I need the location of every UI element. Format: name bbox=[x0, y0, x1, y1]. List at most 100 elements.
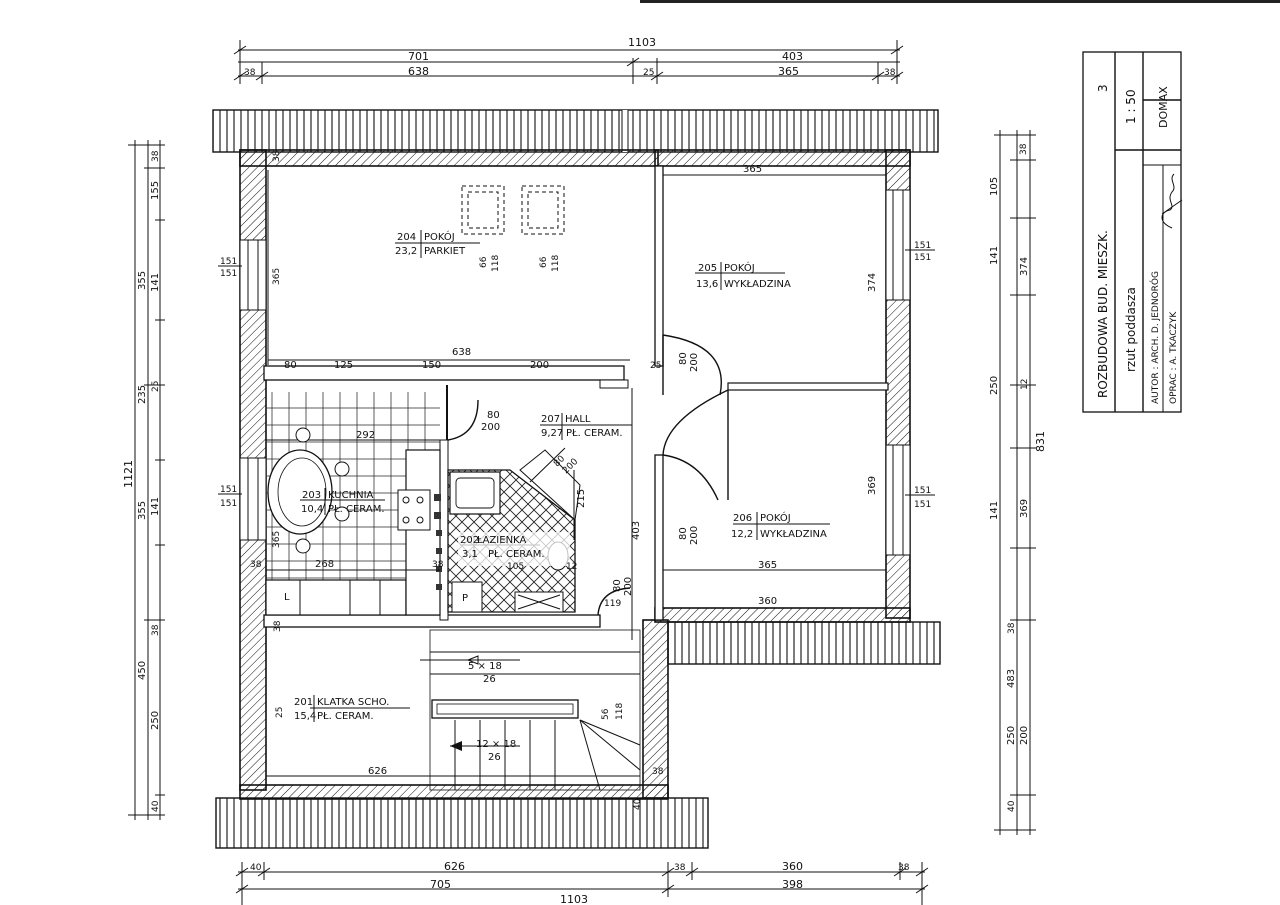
door-206-a: 80 bbox=[678, 527, 689, 540]
top-dimensions: 1103 701 403 38 638 25 365 38 bbox=[233, 36, 904, 84]
room-202-bathroom: P 80 200 215 202 ŁAZIENKA 3,1 PŁ. CERAM.… bbox=[447, 447, 587, 613]
door-205-b: 200 bbox=[689, 353, 700, 372]
dim-stair-r1: 56 bbox=[601, 708, 611, 720]
dim-left-a1: 38 bbox=[151, 150, 161, 162]
room-204-area: 23,2 bbox=[395, 246, 417, 257]
dim-partition-b: 125 bbox=[334, 360, 353, 371]
dim-r206-width-bot: 360 bbox=[758, 596, 777, 607]
roof-window-2a: 66 bbox=[539, 256, 549, 268]
dim-top-left-room: 638 bbox=[408, 65, 429, 78]
left-dimensions: 1121 38 155 141 25 141 38 250 40 355 235… bbox=[122, 140, 165, 820]
room-202-floor: PŁ. CERAM. bbox=[488, 549, 545, 560]
title-sheet: rzut poddasza bbox=[1124, 287, 1138, 372]
dim-bottom-left-major: 705 bbox=[430, 878, 451, 891]
dim-r205-width: 365 bbox=[743, 164, 762, 175]
stair-run-top: 5 × 18 bbox=[468, 661, 502, 672]
stair-run-bot: 12 × 18 bbox=[476, 739, 516, 750]
walls bbox=[239, 149, 911, 800]
dim-partition-total: 638 bbox=[452, 347, 471, 358]
room-207-floor: PŁ. CERAM. bbox=[566, 428, 623, 439]
stair-run-bot-2: 26 bbox=[488, 752, 501, 763]
dim-bottom-overall: 1103 bbox=[560, 893, 588, 905]
title-project: ROZBUDOWA BUD. MIESZK. bbox=[1096, 230, 1110, 398]
door-hall-b: 200 bbox=[481, 422, 500, 433]
room-201-number: 201 bbox=[294, 697, 313, 708]
dim-stair-r4: 40 bbox=[633, 798, 643, 810]
roof-window-1a: 66 bbox=[479, 256, 489, 268]
title-scale: 1 : 50 bbox=[1124, 89, 1138, 124]
dim-right-a1: 38 bbox=[1019, 143, 1029, 155]
dim-right-a2: 105 bbox=[989, 177, 1000, 196]
dim-partition-e: 25 bbox=[650, 361, 661, 371]
room-201-stairwell: 5 × 18 26 12 × 18 26 626 201 KLATKA SCHO… bbox=[266, 620, 664, 810]
door-stair-a: 80 bbox=[612, 579, 623, 592]
room-204-floor: PARKIET bbox=[424, 246, 466, 257]
room-203-area: 10,4 bbox=[301, 504, 323, 515]
door-stair-b: 200 bbox=[623, 577, 634, 596]
dim-hall-119: 119 bbox=[604, 599, 621, 609]
roof-window-1b: 118 bbox=[491, 255, 501, 272]
dim-partition-d: 200 bbox=[530, 360, 549, 371]
room-207-hall: 207 HALL 9,27 PŁ. CERAM. 80 200 403 119 … bbox=[447, 388, 642, 640]
dim-left-b2: 235 bbox=[137, 385, 148, 404]
room-202-number: 202 bbox=[460, 535, 479, 546]
room-206: 365 360 369 206 POKÓJ 12,2 WYKŁADZINA 80… bbox=[662, 389, 886, 609]
room-203-name: KUCHNIA bbox=[328, 490, 374, 501]
room-203-kitchen: 292 L 203 KUCHNIA 10,4 PŁ. CERAM. 268 36… bbox=[250, 392, 444, 616]
room-206-floor: WYKŁADZINA bbox=[760, 529, 827, 540]
dim-top-left-wall: 38 bbox=[244, 68, 256, 78]
dim-stair-width: 626 bbox=[368, 766, 387, 777]
dim-top-mid-wall: 25 bbox=[643, 68, 654, 78]
dim-right-overall: 831 bbox=[1034, 431, 1047, 452]
scan-edge bbox=[640, 0, 1280, 3]
dim-bath-a: 105 bbox=[507, 562, 524, 572]
kitchen-fridge-label: L bbox=[284, 592, 290, 603]
dim-stair-side: 25 bbox=[275, 707, 285, 718]
dim-left-a3: 141 bbox=[150, 273, 161, 292]
dim-left-a4: 25 bbox=[151, 381, 161, 392]
win-right-mid-b: 151 bbox=[914, 500, 931, 510]
dim-left-a5: 141 bbox=[150, 497, 161, 516]
win-left-top-a: 151 bbox=[220, 257, 237, 267]
room-203-number: 203 bbox=[302, 490, 321, 501]
dim-r204-height: 365 bbox=[272, 268, 282, 285]
dim-right-b2: 12 bbox=[1020, 379, 1030, 390]
title-author: AUTOR : ARCH. D. JEDNORÓG bbox=[1149, 271, 1161, 404]
dim-left-a2: 155 bbox=[150, 181, 161, 200]
dim-r204-wall: 38 bbox=[272, 150, 282, 162]
dim-right-a4: 250 bbox=[989, 376, 1000, 395]
dim-bath-wall: 38 bbox=[432, 560, 444, 570]
dim-left-a8: 40 bbox=[151, 800, 161, 812]
win-left-top-b: 151 bbox=[220, 269, 237, 279]
room-205: 365 374 205 POKÓJ 13,6 WYKŁADZINA 80 200 bbox=[662, 164, 886, 396]
room-202-area: 3,1 bbox=[462, 549, 478, 560]
room-205-area: 13,6 bbox=[696, 279, 718, 290]
dim-right-b4: 483 bbox=[1006, 669, 1017, 688]
dim-right-b1: 374 bbox=[1019, 257, 1030, 276]
dim-right-b3: 369 bbox=[1019, 499, 1030, 518]
room-207-name: HALL bbox=[565, 414, 591, 425]
room-201-area: 15,4 bbox=[294, 711, 316, 722]
win-left-mid-a: 151 bbox=[220, 485, 237, 495]
right-dimensions: 831 38 105 141 250 141 38 250 40 374 12 … bbox=[989, 130, 1047, 835]
dim-left-b4: 450 bbox=[137, 661, 148, 680]
bath-boiler-label: P bbox=[462, 593, 468, 604]
dim-left-b1: 355 bbox=[137, 271, 148, 290]
door-206-b: 200 bbox=[689, 526, 700, 545]
signature-mark bbox=[1161, 173, 1183, 229]
dim-kitchen-bottom: 268 bbox=[315, 559, 334, 570]
dim-r206-width-top: 365 bbox=[758, 560, 777, 571]
stair-run-top-2: 26 bbox=[483, 674, 496, 685]
dim-partition-a: 80 bbox=[284, 360, 297, 371]
windows bbox=[239, 189, 911, 556]
room-207-area: 9,27 bbox=[541, 428, 563, 439]
dim-top-right-wall: 38 bbox=[884, 68, 896, 78]
room-201-name: KLATKA SCHO. bbox=[317, 697, 389, 708]
room-205-number: 205 bbox=[698, 263, 717, 274]
title-drawn: OPRAC : A. TKACZYK bbox=[1169, 311, 1179, 404]
room-205-floor: WYKŁADZINA bbox=[724, 279, 791, 290]
dim-r205-height: 374 bbox=[867, 273, 878, 292]
dim-right-a5: 141 bbox=[989, 501, 1000, 520]
door-205-a: 80 bbox=[678, 352, 689, 365]
win-right-mid-a: 151 bbox=[914, 486, 931, 496]
